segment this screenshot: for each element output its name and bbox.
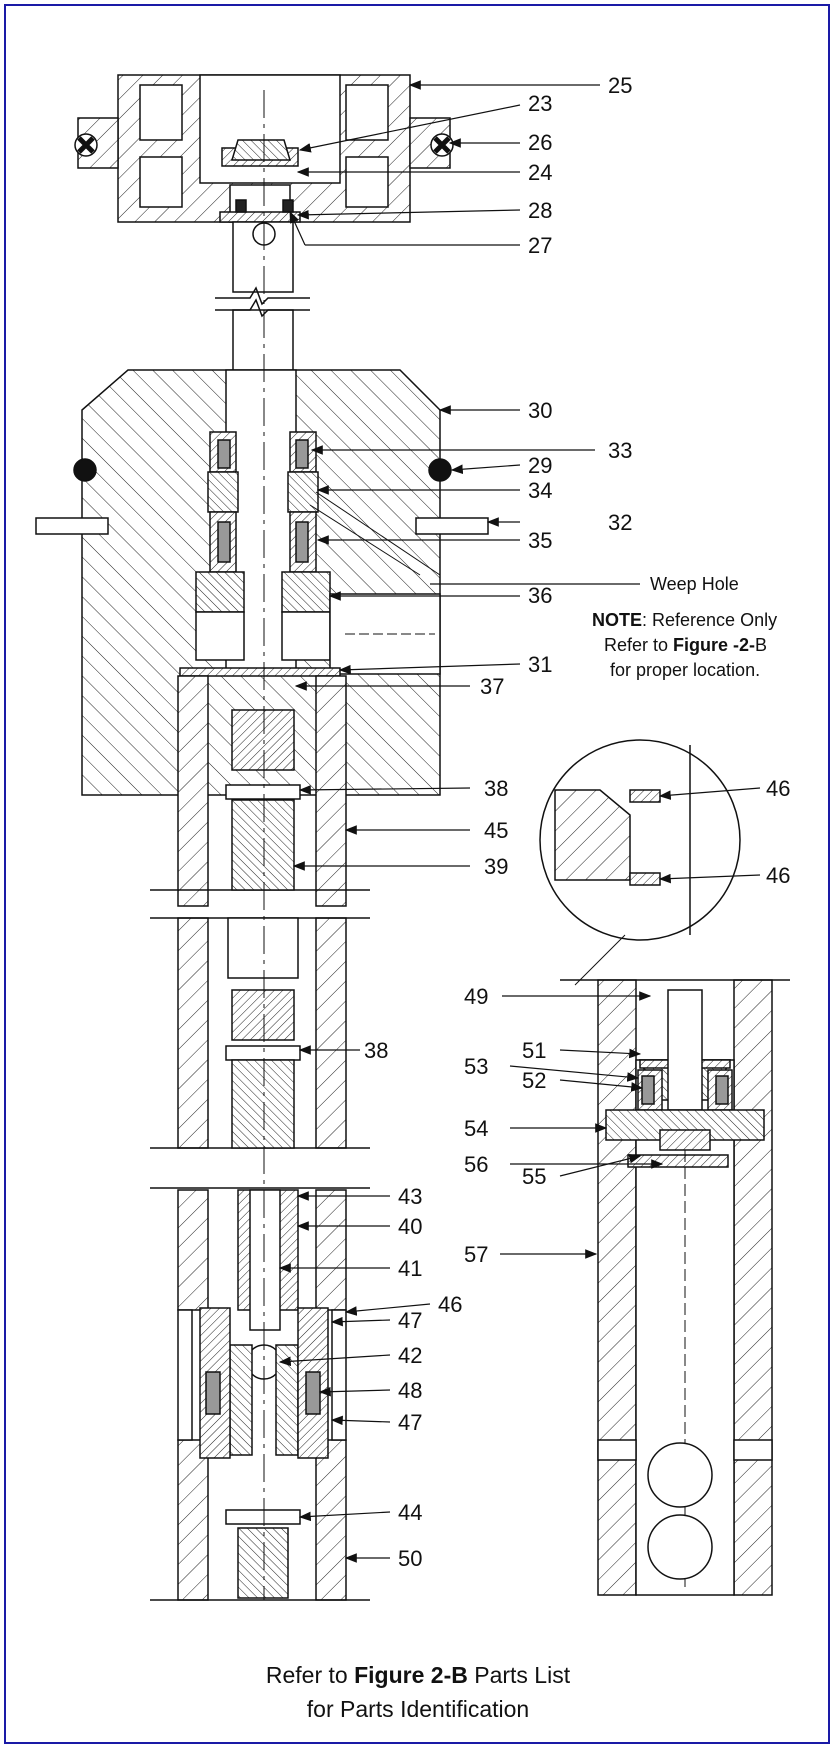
note-line-1-rest: : Reference Only	[642, 610, 777, 630]
callout-31: 31	[528, 652, 552, 677]
callout-33: 33	[608, 438, 632, 463]
note-line-2-pre: Refer to	[604, 635, 673, 655]
note-line-3: for proper location.	[610, 660, 760, 680]
callout-53: 53	[464, 1054, 488, 1079]
callout-46a: 46	[438, 1292, 462, 1317]
caption-line-2: for Parts Identification	[306, 1696, 530, 1722]
callout-55: 55	[522, 1164, 546, 1189]
callout-45: 45	[484, 818, 508, 843]
callout-57: 57	[464, 1242, 488, 1267]
callout-44: 44	[398, 1500, 422, 1525]
callout-25: 25	[608, 73, 632, 98]
callout-43: 43	[398, 1184, 422, 1209]
caption-line-1-post: Parts List	[467, 1662, 571, 1688]
o-ring-part	[74, 133, 454, 157]
callout-51: 51	[522, 1038, 546, 1063]
callout-47b: 47	[398, 1410, 422, 1435]
callout-34: 34	[528, 478, 552, 503]
callout-41: 41	[398, 1256, 422, 1281]
callout-32: 32	[608, 510, 632, 535]
callout-40: 40	[398, 1214, 422, 1239]
caption-figure-ref: Figure 2-B	[354, 1662, 468, 1688]
page-frame	[4, 4, 830, 1744]
callout-46b: 46	[766, 776, 790, 801]
callout-24: 24	[528, 160, 552, 185]
callout-39: 39	[484, 854, 508, 879]
callout-50: 50	[398, 1546, 422, 1571]
callout-48: 48	[398, 1378, 422, 1403]
caption-line-1-pre: Refer to	[265, 1662, 355, 1688]
sleeve-part	[560, 979, 790, 1596]
callout-42: 42	[398, 1343, 422, 1368]
callout-labels: 25 23 26 24 28 27 30 33 29 34 32 35 36 3…	[364, 73, 790, 1571]
reference-note: NOTE: Reference Only Refer to Figure -2-…	[592, 610, 777, 680]
note-line-2-post: B	[755, 635, 767, 655]
callout-36: 36	[528, 583, 552, 608]
callout-54: 54	[464, 1116, 488, 1141]
callout-46c: 46	[766, 863, 790, 888]
callout-37: 37	[480, 674, 504, 699]
note-line-1: NOTE: Reference Only	[592, 610, 777, 630]
manifold-body-part	[35, 369, 489, 796]
note-line-2-bold: Figure -2-	[673, 635, 755, 655]
callout-49: 49	[464, 984, 488, 1009]
callout-26: 26	[528, 130, 552, 155]
callout-29: 29	[528, 453, 552, 478]
callout-38b: 38	[364, 1038, 388, 1063]
callout-56: 56	[464, 1152, 488, 1177]
detail-view-part	[539, 739, 741, 986]
cylinder-part	[150, 675, 370, 1601]
note-line-2: Refer to Figure -2-B	[604, 635, 767, 655]
weep-hole-label: Weep Hole	[650, 574, 739, 594]
callout-38a: 38	[484, 776, 508, 801]
callout-28: 28	[528, 198, 552, 223]
caption-line-1: Refer to Figure 2-B Parts List	[0, 1662, 836, 1689]
callout-35: 35	[528, 528, 552, 553]
callout-52: 52	[522, 1068, 546, 1093]
callout-23: 23	[528, 91, 552, 116]
leader-lines	[278, 80, 761, 1563]
callout-47a: 47	[398, 1308, 422, 1333]
note-bold: NOTE	[592, 610, 642, 630]
callout-30: 30	[528, 398, 552, 423]
callout-27: 27	[528, 233, 552, 258]
